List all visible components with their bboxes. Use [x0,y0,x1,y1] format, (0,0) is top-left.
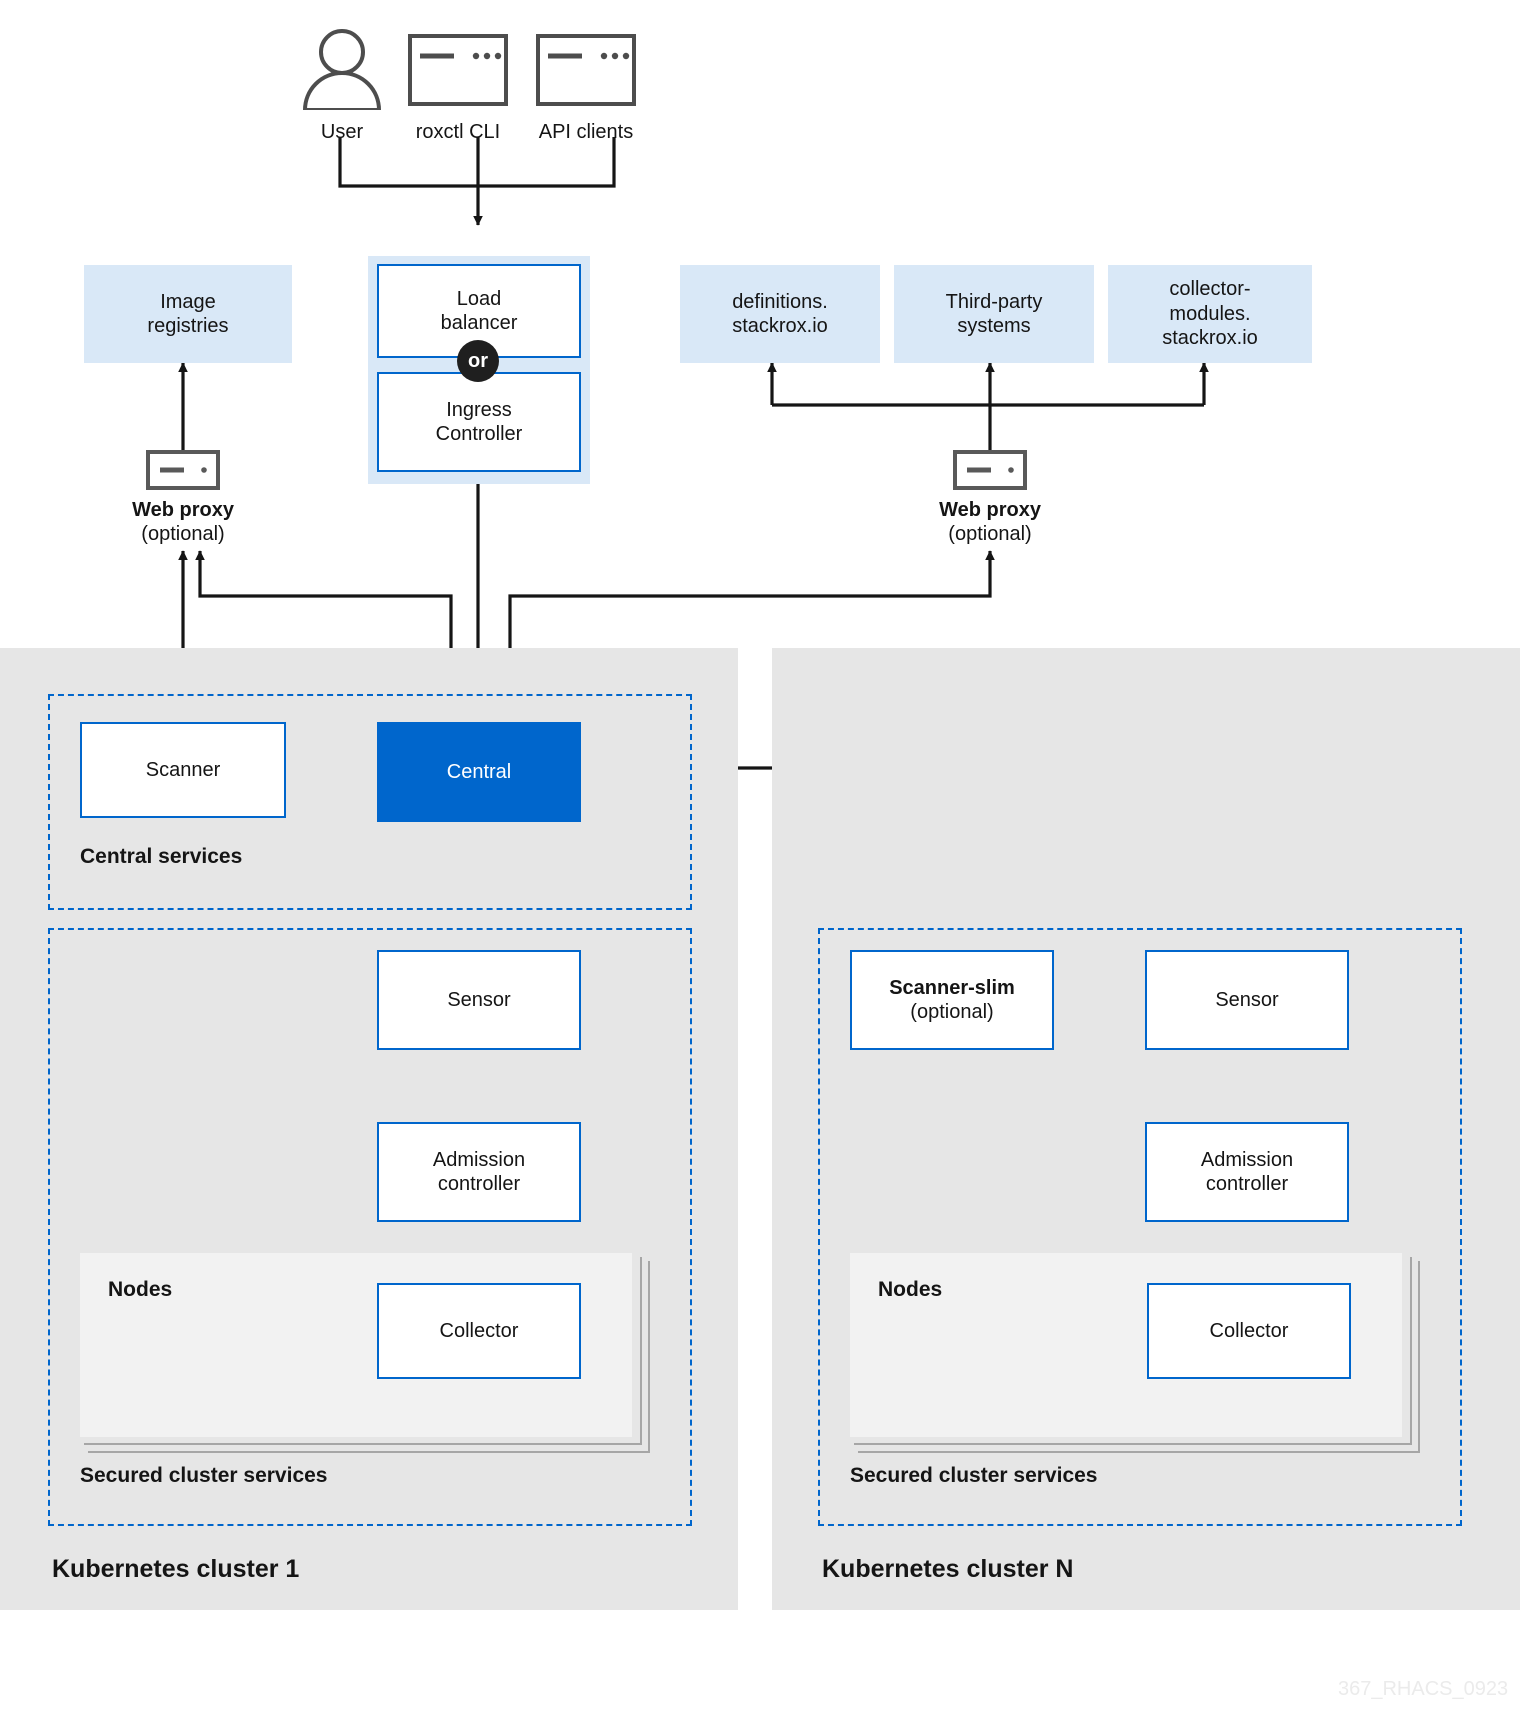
api-clients-label: API clients [538,121,634,143]
cluster-n-collector-box[interactable]: Collector [1147,1283,1351,1379]
cluster-n-nodes-stack-mid [854,1257,1412,1445]
cluster-n-admission-line1: Admission [1200,1148,1294,1171]
cluster-1-caption: Kubernetes cluster 1 [52,1555,300,1583]
ingress-controller-box[interactable]: Ingress Controller [377,372,581,472]
cluster-1-admission-controller-box[interactable]: Admission controller [377,1122,581,1222]
or-badge: or [457,340,499,382]
cluster-1-sensor-box[interactable]: Sensor [377,950,581,1050]
third-party-systems-box[interactable]: Third-party systems [894,265,1094,363]
collector-modules-box[interactable]: collector- modules. stackrox.io [1108,265,1312,363]
ingress-controller-line1: Ingress [446,398,512,421]
terminal-window-icon-api [536,34,636,106]
load-balancer-line1: Load [456,287,502,310]
cluster-n-nodes-caption: Nodes [878,1278,943,1301]
cluster-1-secured-caption: Secured cluster services [80,1464,328,1487]
web-proxy-icon-right [953,450,1027,490]
definitions-line2: stackrox.io [732,315,828,337]
web-proxy-right-title: Web proxy [939,499,1041,521]
cluster-n-nodes-stack-back [858,1261,1420,1453]
cluster-1-secured-region [48,928,692,1526]
cluster-1-admission-line2: controller [437,1173,521,1195]
terminal-window-icon-roxctl [408,34,508,106]
cluster-n-scanner-slim-line1: Scanner-slim [889,976,1015,999]
user-icon [300,26,384,112]
cluster-n-caption: Kubernetes cluster N [822,1555,1074,1583]
cluster-n-scanner-slim-box[interactable]: Scanner-slim (optional) [850,950,1054,1050]
web-proxy-icon-left [146,450,220,490]
definitions-line1: definitions. [732,290,828,313]
web-proxy-left-label: Web proxy (optional) [83,498,283,547]
cluster-n-admission-line2: controller [1205,1173,1289,1195]
web-proxy-right-subtitle: (optional) [948,523,1032,546]
cluster-n-admission-controller-box[interactable]: Admission controller [1145,1122,1349,1222]
collector-modules-line3: stackrox.io [1162,327,1258,350]
cluster-1-nodes-stack-mid [84,1257,642,1445]
load-balancer-line2: balancer [440,312,518,334]
cluster-n-sensor-box[interactable]: Sensor [1145,950,1349,1050]
definitions-stackrox-box[interactable]: definitions. stackrox.io [680,265,880,363]
image-registries-line2: registries [147,315,229,337]
third-party-line1: Third-party [945,290,1043,313]
web-proxy-left-title: Web proxy [132,499,234,521]
ingress-controller-line2: Controller [435,423,523,445]
cluster-1-collector-box[interactable]: Collector [377,1283,581,1379]
watermark: 367_RHACS_0923 [1338,1678,1509,1700]
cluster-1-nodes-stack-back [88,1261,650,1453]
central-box[interactable]: Central [377,722,581,822]
cluster-1-nodes-caption: Nodes [108,1278,173,1301]
collector-modules-line1: collector- [1169,278,1251,301]
image-registries-line1: Image [160,290,216,313]
third-party-line2: systems [957,315,1031,337]
central-services-caption: Central services [80,845,243,868]
cluster-n-secured-caption: Secured cluster services [850,1464,1098,1487]
scanner-box[interactable]: Scanner [80,722,286,818]
cluster-1-admission-line1: Admission [432,1148,526,1171]
web-proxy-right-label: Web proxy (optional) [890,498,1090,547]
cluster-n-scanner-slim-line2: (optional) [910,1001,994,1023]
image-registries-box[interactable]: Image registries [84,265,292,363]
collector-modules-line2: modules. [1169,302,1251,325]
web-proxy-left-subtitle: (optional) [141,523,225,546]
